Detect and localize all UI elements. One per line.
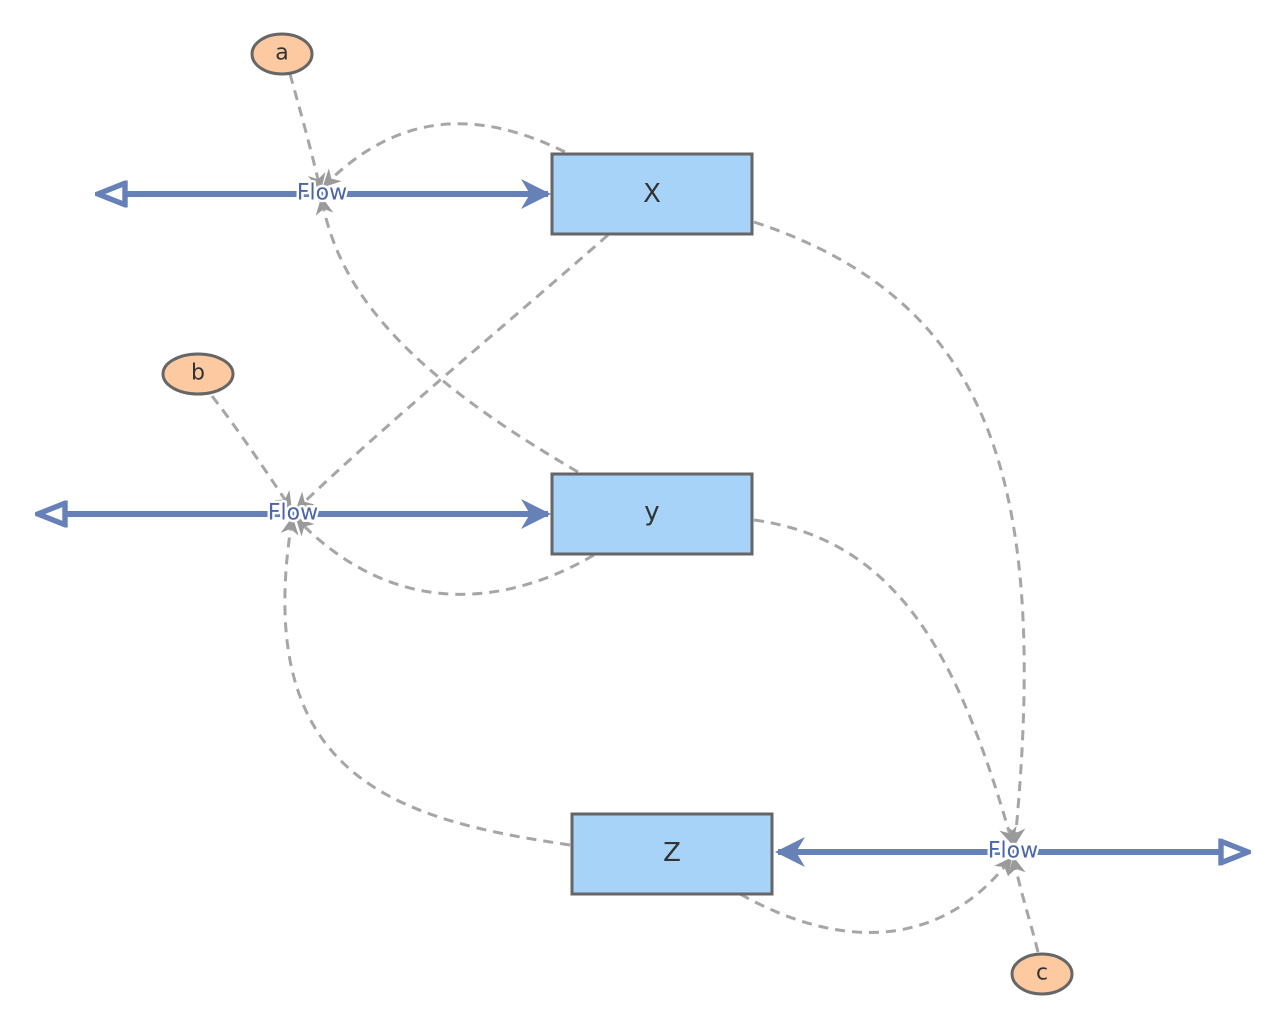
flow-pipes [38,194,1248,852]
param-c[interactable]: c [1010,952,1074,996]
link-y-to-flow2 [295,517,595,596]
flow1-label[interactable]: Flow [294,178,349,208]
link-x-to-flow2 [295,233,609,511]
param-c-label: c [1036,961,1048,986]
flow3-label[interactable]: Flow [985,836,1040,866]
param-a[interactable]: a [250,32,314,76]
link-b-to-flow2 [210,395,293,510]
link-y-to-flow1 [315,196,579,474]
link-c-to-flow3 [1008,856,1040,953]
link-x-to-flow1 [322,122,566,188]
param-a-label: a [275,41,288,66]
stock-z[interactable]: Z [570,812,774,896]
link-z-to-flow2 [280,516,571,847]
link-z-to-flow3 [739,857,1013,934]
dependency-links [210,73,1040,953]
link-x-to-flow3 [753,220,1026,846]
param-b[interactable]: b [161,352,235,396]
stock-y-label: y [644,497,659,527]
link-a-to-flow1 [288,73,326,192]
flow2-label[interactable]: Flow [265,498,320,528]
stock-x-label: X [643,179,661,209]
param-b-label: b [191,361,205,386]
stock-y[interactable]: y [550,472,754,556]
stock-z-label: Z [663,838,681,868]
link-y-to-flow3 [753,518,1017,846]
stock-x[interactable]: X [550,152,754,236]
